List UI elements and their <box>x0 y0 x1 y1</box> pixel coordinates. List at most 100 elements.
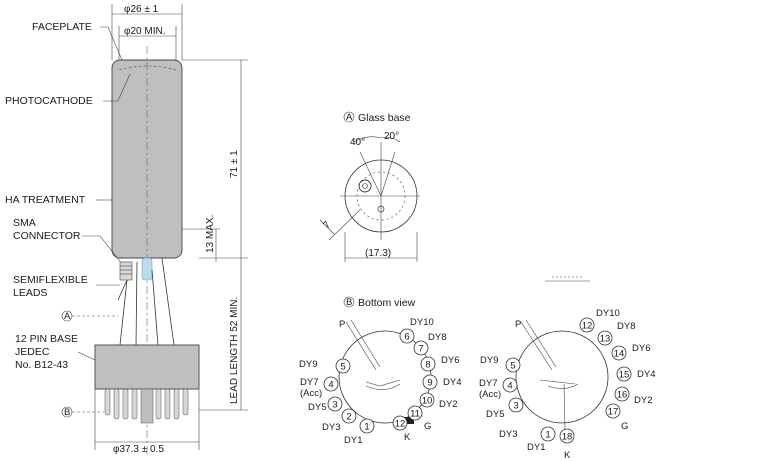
right-pin-circle-4 <box>502 377 518 393</box>
right-pin-number-17: 17 <box>608 407 619 418</box>
dim-inner-diameter: φ20 MIN. <box>124 26 166 37</box>
lbl-dy10-right: DY10 <box>596 308 620 319</box>
lbl-dy9: DY9 <box>299 359 317 370</box>
left-pin-circle-11 <box>407 405 423 421</box>
left-pin-number-9: 9 <box>427 378 432 389</box>
lbl-dy2-right: DY2 <box>634 395 652 406</box>
base-label-2: JEDEC <box>15 346 50 358</box>
left-pin-circle-5 <box>335 358 351 374</box>
base-label-3: No. B12-43 <box>15 359 68 371</box>
sma-label-1: SMA <box>13 217 36 229</box>
right-pin-circle-15 <box>616 366 632 382</box>
base-label-1: 12 PIN BASE <box>15 333 78 345</box>
right-pin-number-3: 3 <box>513 401 518 412</box>
lbl-dy2: DY2 <box>439 399 457 410</box>
lbl-p-right: P <box>515 319 521 330</box>
dim-bottom-diameter: φ37.3 ± 0.5 <box>113 444 164 455</box>
lbl-dy4-right: DY4 <box>637 369 655 380</box>
left-pin-number-6: 6 <box>404 332 409 343</box>
lbl-acc-right: (Acc) <box>479 389 501 400</box>
marker-b: B <box>64 407 70 418</box>
bottom-view-marker: B <box>346 297 352 308</box>
glass-base-marker: A <box>346 112 353 123</box>
left-pin-circle-3 <box>327 396 343 412</box>
lbl-k: K <box>404 432 411 443</box>
lbl-dy9-right: DY9 <box>480 355 498 366</box>
right-pin-circle-14 <box>611 345 627 361</box>
lbl-dy6: DY6 <box>441 355 459 366</box>
right-pin-circle-18 <box>559 428 575 444</box>
right-pin-number-18: 18 <box>562 432 573 443</box>
right-pin-circle-16 <box>614 386 630 402</box>
lbl-p: P <box>339 319 345 330</box>
lbl-dy3: DY3 <box>322 422 340 433</box>
left-pin-number-11: 11 <box>410 409 420 420</box>
left-pin-circle-6 <box>399 328 415 344</box>
lbl-dy1-right: DY1 <box>527 442 545 453</box>
lbl-g-right: G <box>621 421 628 432</box>
right-pin-circle-12 <box>579 317 595 333</box>
faceplate-label: FACEPLATE <box>32 21 92 33</box>
left-pin-circle-1 <box>359 418 375 434</box>
sma-hole <box>358 179 372 193</box>
right-pin-number-5: 5 <box>510 361 515 372</box>
left-pin-circle-8 <box>420 356 436 372</box>
dim-top-diameter: φ26 ± 1 <box>124 4 159 15</box>
semiflexible-label-1: SEMIFLEXIBLE <box>13 274 88 286</box>
base-pins <box>104 388 189 424</box>
lbl-dy5: DY5 <box>308 402 326 413</box>
right-pin-circle-13 <box>597 330 613 346</box>
sma-connector <box>119 261 133 281</box>
lbl-dy3-right: DY3 <box>499 429 517 440</box>
lbl-dy8: DY8 <box>428 332 446 343</box>
lbl-acc: (Acc) <box>300 388 322 399</box>
left-pin-circle-9 <box>422 374 438 390</box>
dim-lead-length: LEAD LENGTH 52 MIN. <box>229 297 240 404</box>
lbl-dy10: DY10 <box>410 317 434 328</box>
left-pin-circle-10 <box>419 392 435 408</box>
left-pin-number-7: 7 <box>418 344 423 355</box>
lbl-dy8-right: DY8 <box>617 321 635 332</box>
left-pin-number-3: 3 <box>332 400 337 411</box>
right-pin-number-4: 4 <box>507 381 512 392</box>
lbl-dy6-right: DY6 <box>632 343 650 354</box>
right-pin-circle-3 <box>508 397 524 413</box>
left-pin-circle-12 <box>392 415 408 431</box>
glass-stem <box>141 257 153 281</box>
right-pin-number-13: 13 <box>600 334 611 345</box>
pin-base <box>94 344 200 390</box>
lbl-k-right: K <box>564 450 571 461</box>
right-pin-number-14: 14 <box>614 349 625 360</box>
lbl-g: G <box>424 421 431 432</box>
lbl-dy7-right: DY7 <box>479 378 497 389</box>
sma-label-2: CONNECTOR <box>13 230 81 242</box>
left-pin-number-4: 4 <box>328 380 333 391</box>
left-pin-circle-4 <box>323 376 339 392</box>
left-pin-number-10: 10 <box>422 396 433 407</box>
right-pin-number-1: 1 <box>545 430 550 441</box>
right-pin-circle-17 <box>605 403 621 419</box>
dim-13: 13 MAX. <box>205 215 216 253</box>
glass-dim-17: (17.3) <box>365 248 391 259</box>
left-pin-number-8: 8 <box>425 360 430 371</box>
left-pin-number-5: 5 <box>340 362 345 373</box>
left-pin-circle-7 <box>413 340 429 356</box>
lbl-dy4: DY4 <box>443 377 461 388</box>
right-pin-circle-1 <box>540 426 556 442</box>
right-pin-number-12: 12 <box>582 321 593 332</box>
lbl-dy7: DY7 <box>300 377 318 388</box>
glass-angle-2: 20° <box>384 131 399 142</box>
glass-angle-1: 40° <box>350 137 365 148</box>
ha-treatment-label: HA TREATMENT <box>5 194 86 206</box>
lbl-dy1: DY1 <box>344 435 362 446</box>
marker-a: A <box>64 311 71 322</box>
right-pin-number-15: 15 <box>619 370 630 381</box>
glass-base-title: Glass base <box>358 112 411 124</box>
glass-dim-7: 7 <box>321 219 333 231</box>
left-pin-number-12: 12 <box>395 419 406 430</box>
left-pin-circle-2 <box>341 408 357 424</box>
